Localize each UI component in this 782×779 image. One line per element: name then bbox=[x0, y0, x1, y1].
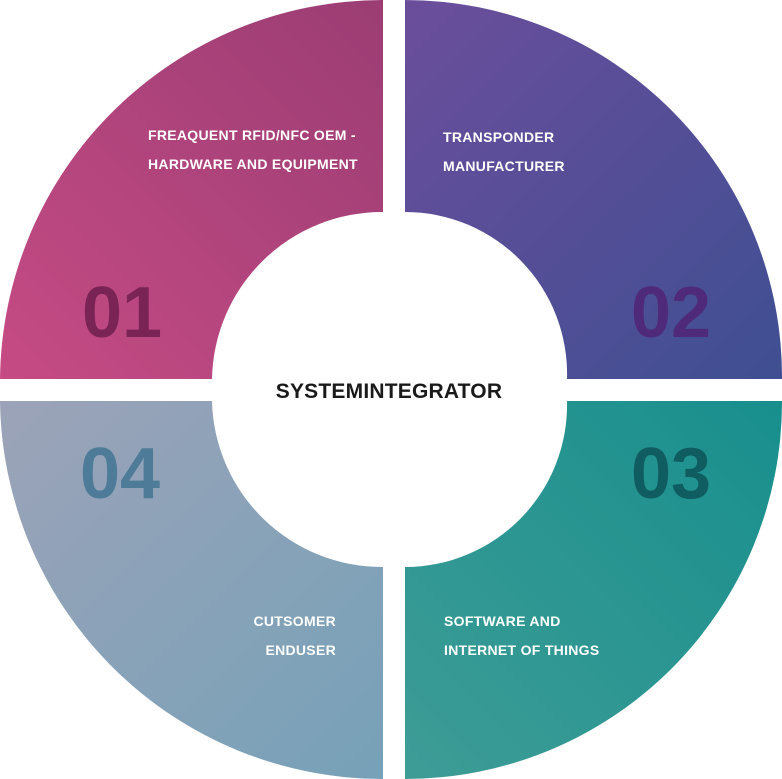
segment-02: 02 TRANSPONDER MANUFACTURER bbox=[405, 0, 782, 379]
segment-04-number: 04 bbox=[80, 434, 160, 514]
segment-03-label-line-1: SOFTWARE AND bbox=[444, 613, 561, 629]
segment-01-label-line-2: HARDWARE AND EQUIPMENT bbox=[148, 156, 358, 172]
segment-02-shape bbox=[405, 0, 782, 379]
segment-02-label-line-2: MANUFACTURER bbox=[443, 158, 565, 174]
segment-04-label-line-2: ENDUSER bbox=[265, 642, 336, 658]
segment-03-label-line-2: INTERNET OF THINGS bbox=[444, 642, 600, 658]
segment-04: 04 CUTSOMER ENDUSER bbox=[0, 401, 383, 779]
segment-02-label-line-1: TRANSPONDER bbox=[443, 129, 554, 145]
segment-03-shape bbox=[405, 401, 782, 779]
segment-04-label-line-1: CUTSOMER bbox=[253, 613, 336, 629]
segment-01: 01 FREAQUENT RFID/NFC OEM - HARDWARE AND… bbox=[0, 0, 383, 379]
segment-01-number: 01 bbox=[82, 273, 162, 353]
segment-03: 03 SOFTWARE AND INTERNET OF THINGS bbox=[405, 401, 782, 779]
segment-01-label-line-1: FREAQUENT RFID/NFC OEM - bbox=[148, 127, 356, 143]
segment-01-shape bbox=[0, 0, 383, 379]
segment-04-shape bbox=[0, 401, 383, 779]
center-title: SYSTEMINTEGRATOR bbox=[276, 380, 502, 403]
segment-02-number: 02 bbox=[631, 273, 711, 353]
segment-03-number: 03 bbox=[631, 434, 711, 514]
